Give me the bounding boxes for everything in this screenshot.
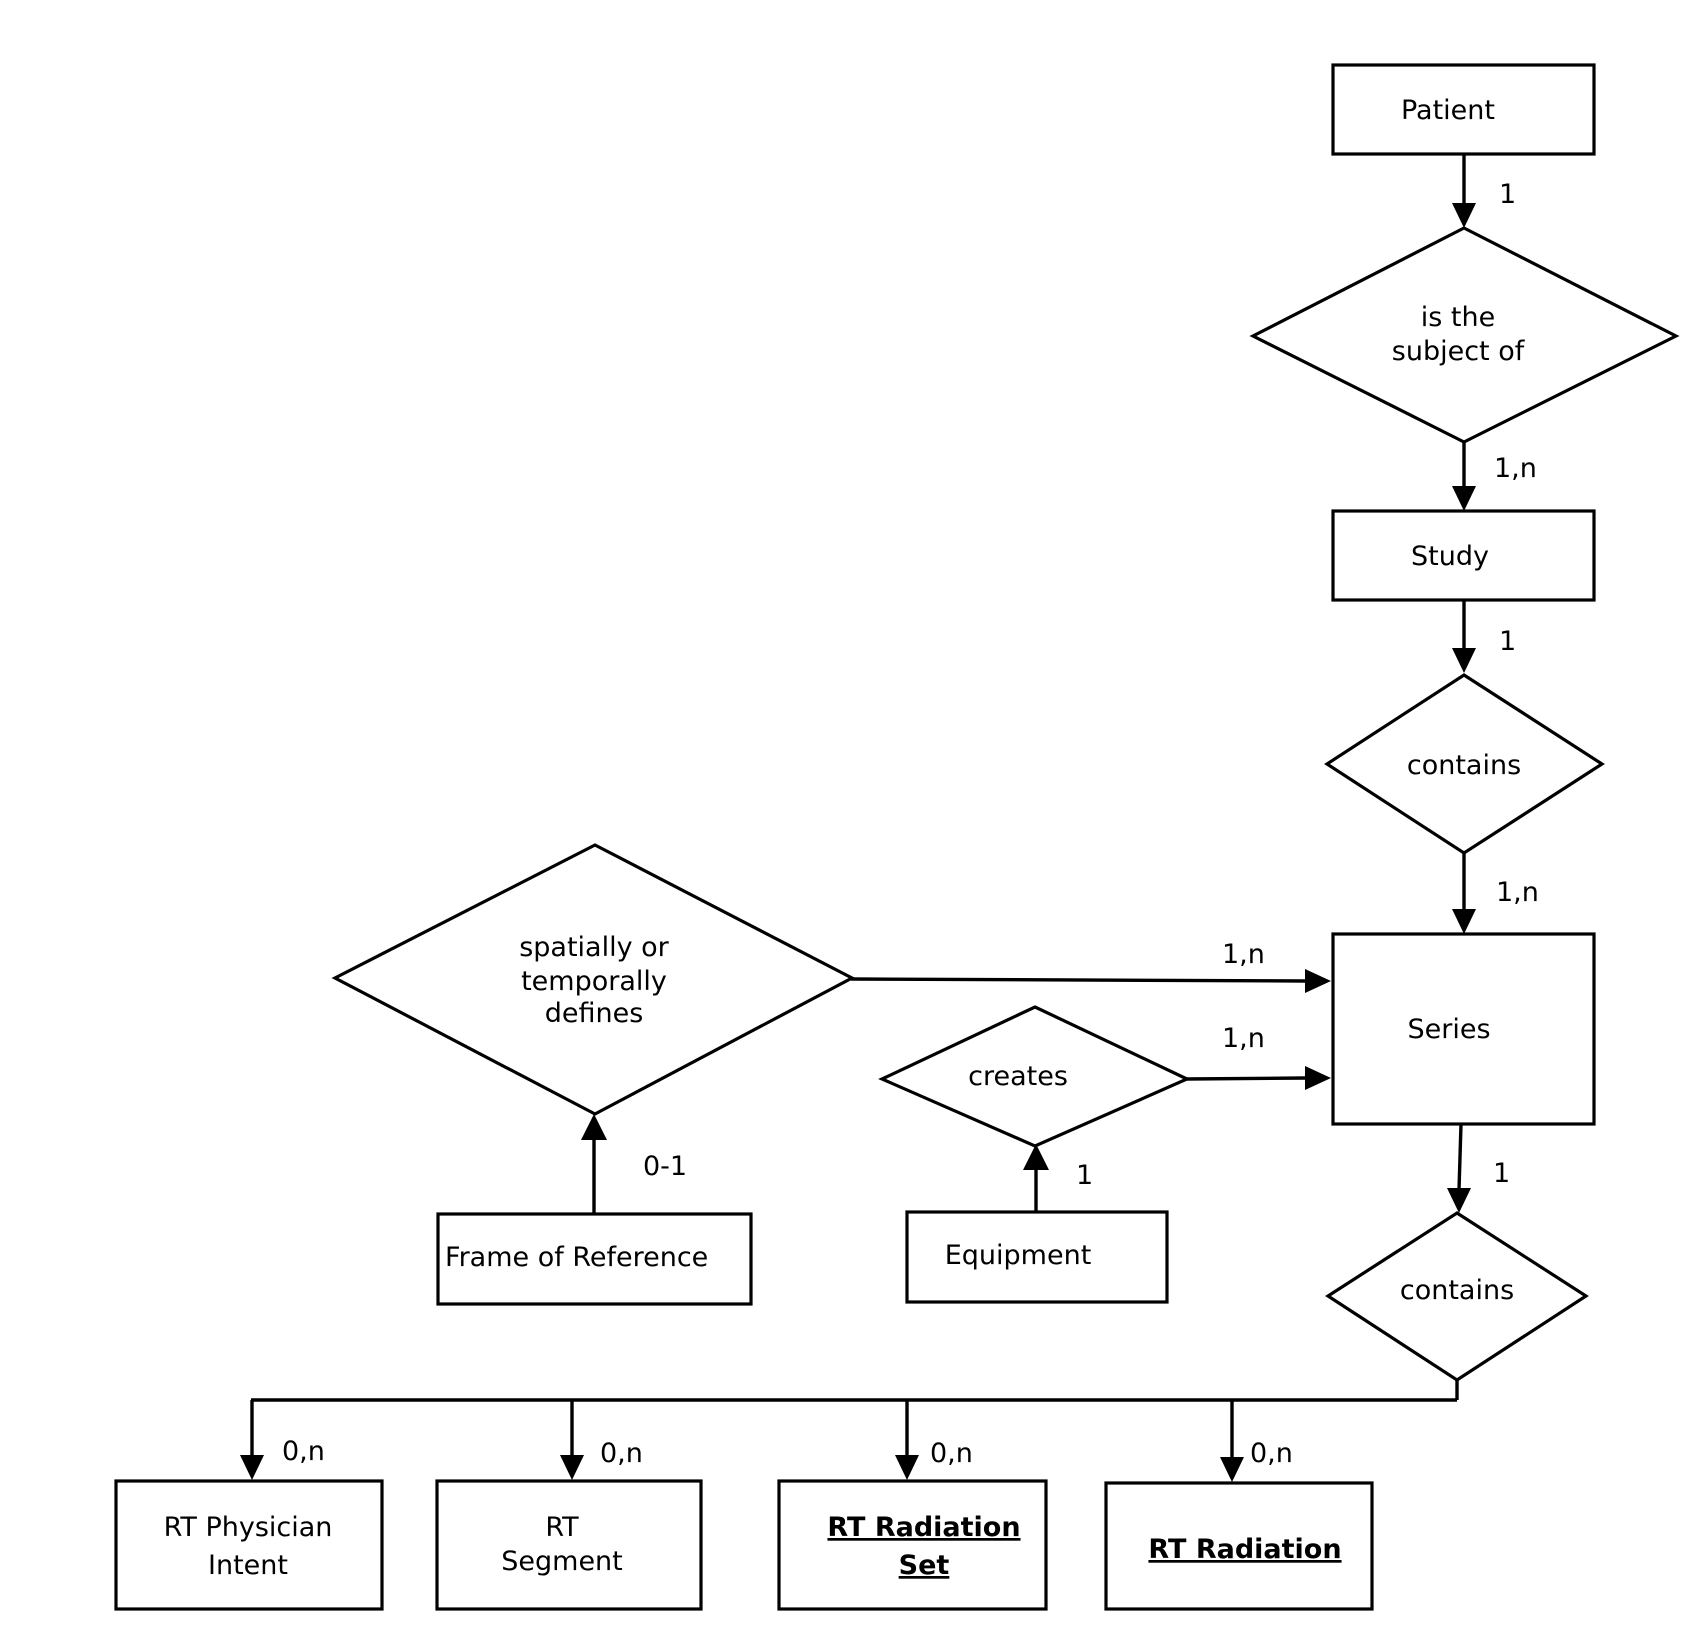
- arrowhead-equipment-creates: [1023, 1144, 1049, 1170]
- arrowhead-study-contains: [1452, 648, 1476, 673]
- series-label: Series: [1407, 1014, 1490, 1045]
- arrowhead-subject-study: [1452, 486, 1476, 511]
- equipment-label: Equipment: [945, 1240, 1092, 1271]
- diamond-contains-study: [1324, 673, 1605, 855]
- edge-spatial-series: [850, 977, 1307, 983]
- entity-study: Study: [1331, 509, 1596, 602]
- contains-study-label: contains: [1407, 750, 1521, 781]
- diamond-creates: [878, 1005, 1191, 1148]
- box-series: [1331, 932, 1596, 1126]
- box-rt-segment: [435, 1479, 703, 1611]
- relationship-is-subject-of: is the subject of: [1249, 226, 1680, 444]
- entity-equipment: Equipment: [905, 1210, 1169, 1304]
- box-frame-of-reference: [436, 1212, 753, 1306]
- arrowhead-series-contains: [1447, 1188, 1471, 1213]
- card-to-physician-intent: 0,n: [282, 1436, 325, 1467]
- diamond-spatially-defines: [331, 843, 856, 1116]
- card-equipment-to-creates: 1: [1076, 1160, 1093, 1191]
- box-rt-radiation-set: [777, 1479, 1048, 1611]
- card-study-to-rel: 1: [1499, 626, 1516, 657]
- rt-radiation-set-line-1: RT Radiation: [827, 1512, 1020, 1543]
- diamond-contains-series: [1325, 1211, 1589, 1382]
- card-rel-to-series: 1,n: [1496, 877, 1539, 908]
- box-study: [1331, 509, 1596, 602]
- rt-physician-intent-line-2: Intent: [208, 1550, 288, 1581]
- entity-series: Series: [1331, 932, 1596, 1126]
- edges: [240, 153, 1476, 1482]
- entity-rt-radiation: RT Radiation: [1104, 1481, 1374, 1611]
- rt-segment-line-1: RT: [545, 1512, 579, 1543]
- arrowhead-patient-subject: [1452, 203, 1476, 228]
- card-to-radiation: 0,n: [1250, 1438, 1293, 1469]
- entity-patient: Patient: [1331, 63, 1596, 156]
- contains-series-label: contains: [1400, 1275, 1514, 1306]
- card-rel-to-study: 1,n: [1494, 453, 1537, 484]
- box-rt-physician-intent: [114, 1479, 384, 1611]
- arrowhead-bus-radiation: [1220, 1457, 1244, 1482]
- entity-rt-radiation-set: RT Radiation Set: [777, 1479, 1048, 1611]
- relationship-spatially-defines: spatially or temporally defines: [331, 843, 856, 1116]
- card-series-to-contains: 1: [1493, 1158, 1510, 1189]
- arrowhead-bus-physician: [240, 1455, 264, 1480]
- frame-of-reference-label: Frame of Reference: [445, 1242, 708, 1273]
- arrowhead-bus-radiation-set: [895, 1455, 919, 1480]
- spatially-defines-line-1: spatially or: [519, 932, 669, 963]
- is-subject-of-line-2: subject of: [1392, 336, 1526, 367]
- spatially-defines-line-3: defines: [545, 998, 644, 1029]
- card-frame-to-spatial: 0-1: [643, 1151, 687, 1182]
- arrowhead-bus-segment: [560, 1455, 584, 1480]
- arrowhead-spatial-series: [1305, 969, 1331, 993]
- card-spatial-to-series: 1,n: [1222, 939, 1265, 970]
- creates-label: creates: [968, 1061, 1068, 1092]
- edge-creates-series: [1184, 1076, 1307, 1081]
- entity-rt-physician-intent: RT Physician Intent: [114, 1479, 384, 1611]
- spatially-defines-line-2: temporally: [521, 966, 667, 997]
- rt-segment-line-2: Segment: [501, 1546, 623, 1577]
- patient-label: Patient: [1401, 95, 1495, 126]
- card-to-radiation-set: 0,n: [930, 1438, 973, 1469]
- box-rt-radiation: [1104, 1481, 1374, 1611]
- rt-radiation-label: RT Radiation: [1148, 1534, 1341, 1565]
- card-patient-to-rel: 1: [1499, 179, 1516, 210]
- arrowhead-creates-series: [1305, 1066, 1331, 1090]
- entity-frame-of-reference: Frame of Reference: [436, 1212, 753, 1306]
- cardinalities: 1 1,n 1 1,n 1,n 1,n 0-1 1 1 0,n 0,n 0,n …: [282, 179, 1539, 1469]
- study-label: Study: [1411, 541, 1489, 572]
- relationship-contains-series: contains: [1325, 1211, 1589, 1382]
- relationship-contains-study: contains: [1324, 673, 1605, 855]
- box-equipment: [905, 1210, 1169, 1304]
- relationship-creates: creates: [878, 1005, 1191, 1148]
- arrowhead-frame-spatial: [581, 1114, 607, 1140]
- box-patient: [1331, 63, 1596, 156]
- rt-physician-intent-line-1: RT Physician: [164, 1512, 333, 1543]
- edge-series-contains: [1457, 1123, 1463, 1191]
- is-subject-of-line-1: is the: [1421, 302, 1495, 333]
- arrowhead-contains-series: [1452, 909, 1476, 934]
- card-creates-to-series: 1,n: [1222, 1023, 1265, 1054]
- diamond-is-subject-of: [1249, 226, 1680, 444]
- card-to-segment: 0,n: [600, 1438, 643, 1469]
- entity-rt-segment: RT Segment: [435, 1479, 703, 1611]
- rt-radiation-set-line-2: Set: [899, 1550, 950, 1581]
